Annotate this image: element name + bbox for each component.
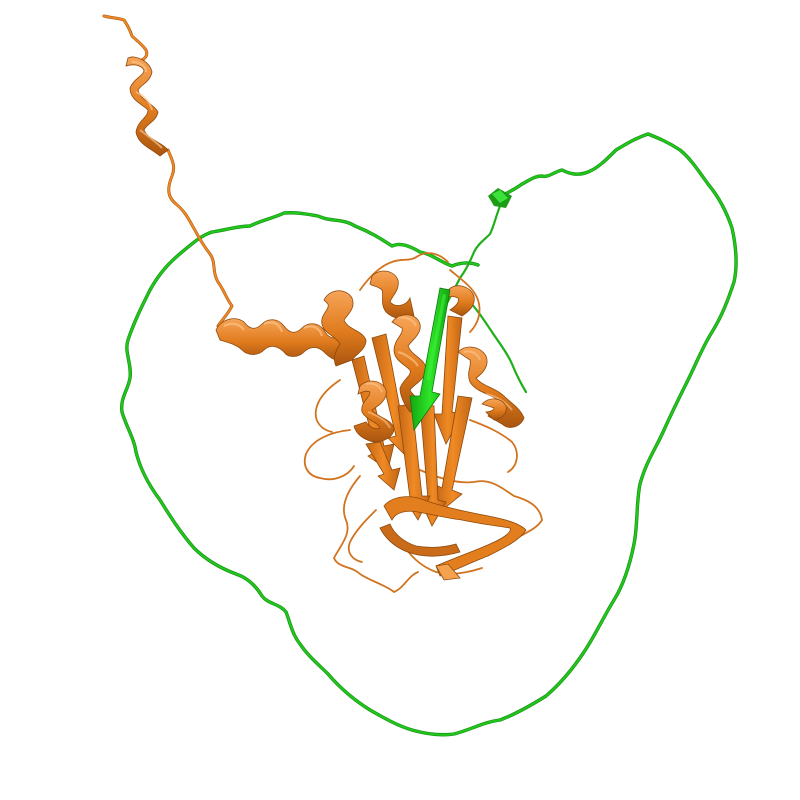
core-lower-hairpin [379,496,527,581]
core-loop [449,269,481,333]
chain-a-linker-coil [167,149,233,327]
core-loop [333,475,419,594]
beta-strand [365,441,401,491]
core-helix-right [457,346,525,428]
chain-b-beta-strand [409,287,451,432]
core-loop [314,379,341,433]
chain-a-tail [102,14,234,328]
chain-a-helix-long-horizontal [215,318,345,361]
core-helix-front-left [353,380,395,443]
core-helix-small [481,398,507,421]
core-loop [303,429,355,481]
core-loop [419,469,543,541]
chain-a-helix-n-terminal [125,56,169,157]
core-loop [359,252,449,291]
core-helix-back-top [369,270,415,320]
core-loop [347,509,377,563]
core-helix-back-left [321,290,367,367]
chain-a-tail-coil [103,15,148,61]
chain-b-coil [120,132,738,736]
core-loop [469,419,518,473]
chain-b-coil-tail [466,298,528,394]
chain-b-short-helix [488,188,512,208]
chain-a-core-domain [303,252,543,594]
core-helix-top-right [445,285,475,317]
core-beta-sheet [351,315,473,527]
beta-strand [433,395,473,513]
